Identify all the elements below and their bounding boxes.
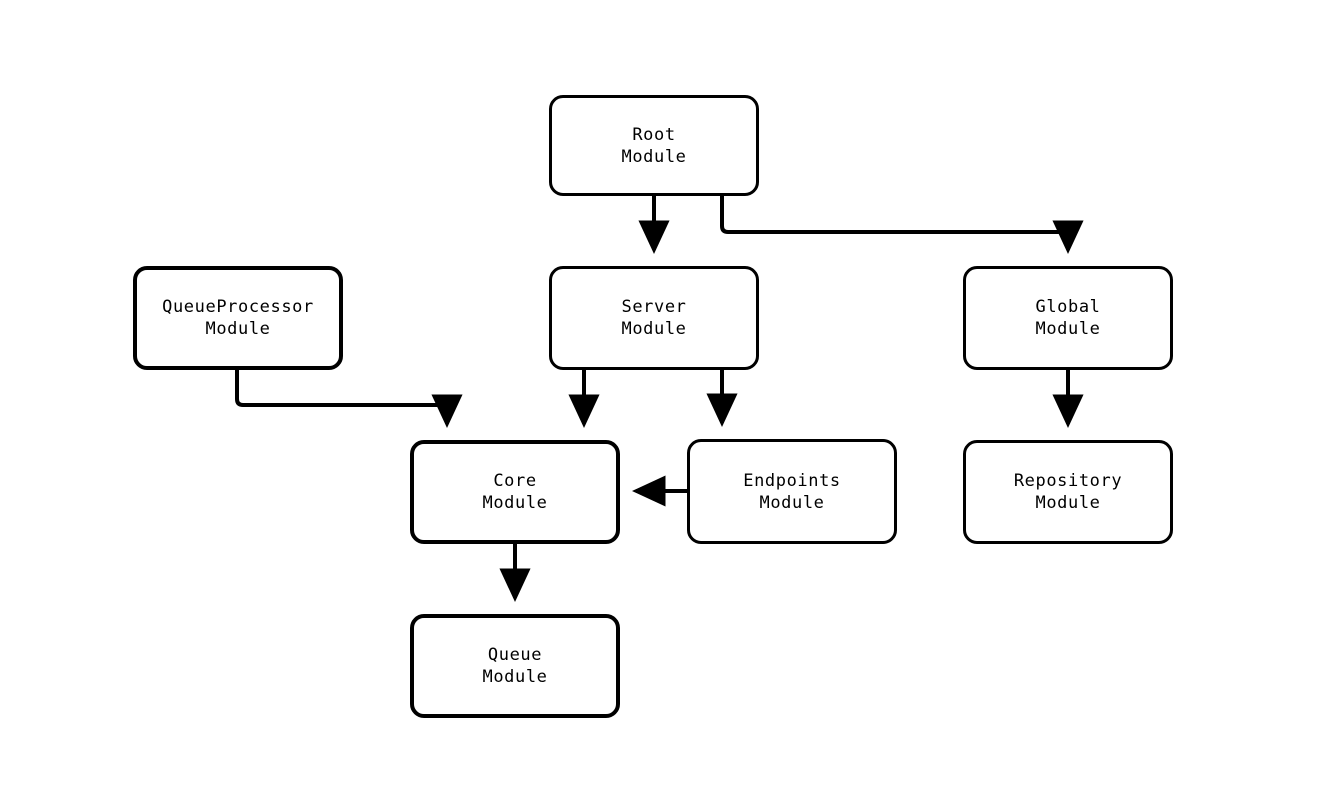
node-server-module-label-line1: Server	[621, 297, 687, 317]
node-queue-module-label-line2: Module	[482, 667, 548, 687]
edge-queueprocessor-to-core	[235, 370, 463, 428]
node-core-module-label-line2: Module	[482, 493, 548, 513]
node-repository-module-label-line1: Repository	[1013, 471, 1123, 491]
node-endpoints-module-label-line1: Endpoints	[743, 470, 841, 491]
node-global-module[interactable]: Global Module	[963, 266, 1173, 370]
node-server-module-label-line2: Module	[621, 319, 687, 339]
node-repository-module[interactable]: Repository Module	[963, 440, 1173, 544]
node-server-module[interactable]: Server Module	[549, 266, 759, 370]
node-endpoints-module[interactable]: Endpoints Module	[687, 439, 897, 544]
node-queueprocessor-module[interactable]: QueueProcessor Module	[133, 266, 343, 370]
node-endpoints-module-label-line2: Module	[759, 492, 825, 513]
node-root-module-label-line2: Module	[621, 146, 687, 167]
node-global-module-label-line2: Module	[1035, 319, 1101, 339]
edge-root-to-global	[720, 196, 1084, 254]
node-repository-module-label-line2: Module	[1035, 493, 1101, 513]
node-queue-module-label-line1: Queue	[487, 645, 543, 665]
node-global-module-label-line1: Global	[1035, 297, 1101, 317]
node-queue-module[interactable]: Queue Module	[410, 614, 620, 718]
node-queueprocessor-module-label-line1: QueueProcessor	[162, 297, 314, 317]
node-core-module[interactable]: Core Module	[410, 440, 620, 544]
node-root-module-label-line1: Root	[632, 124, 676, 145]
node-core-module-label-line1: Core	[493, 471, 537, 491]
node-root-module[interactable]: Root Module	[549, 95, 759, 196]
node-queueprocessor-module-label-line2: Module	[205, 319, 271, 339]
